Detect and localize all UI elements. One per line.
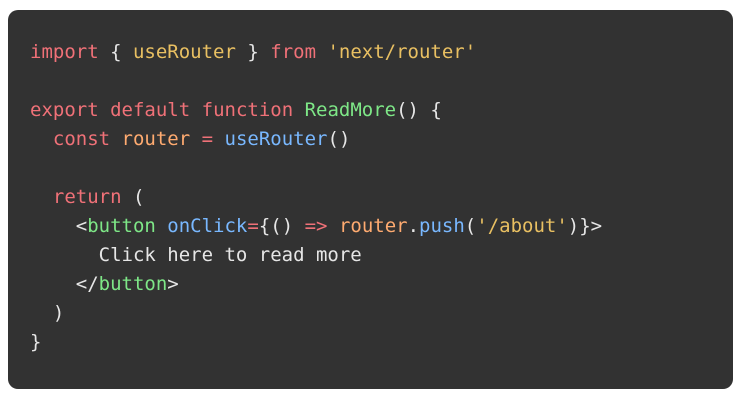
- code-token: }: [235, 41, 271, 63]
- code-token: 'next/router': [327, 41, 477, 63]
- code-token: '/about': [476, 215, 568, 237]
- code-lines: import { useRouter } from 'next/router' e…: [30, 38, 711, 357]
- code-token: (: [464, 215, 477, 237]
- code-token: [190, 99, 201, 121]
- code-line: ): [30, 299, 711, 328]
- code-token: </: [30, 273, 99, 295]
- code-token: const: [52, 128, 111, 150]
- code-line: <button onClick={() => router.push('/abo…: [30, 212, 711, 241]
- code-line: [30, 154, 711, 183]
- code-token: Click here to read more: [30, 244, 362, 266]
- code-line: [30, 67, 711, 96]
- code-token: [30, 186, 53, 208]
- code-token: button: [98, 273, 168, 295]
- code-token: default: [110, 99, 191, 121]
- code-token: .: [407, 215, 420, 237]
- code-token: <: [30, 215, 88, 237]
- code-token: ): [30, 302, 65, 324]
- code-token: >: [167, 273, 179, 295]
- code-token: [293, 99, 304, 121]
- code-token: (): [327, 128, 351, 150]
- code-line: const router = useRouter(): [30, 125, 711, 154]
- code-token: =>: [304, 215, 328, 237]
- code-token: [110, 128, 121, 150]
- code-token: [99, 99, 110, 121]
- code-token: push: [419, 215, 465, 237]
- code-token: onClick: [167, 215, 248, 237]
- code-line: return (: [30, 183, 711, 212]
- code-token: () {: [396, 99, 442, 121]
- code-token: [316, 41, 327, 63]
- code-token: [213, 128, 224, 150]
- code-token: [327, 215, 338, 237]
- code-token: [156, 215, 167, 237]
- code-token: }: [30, 331, 42, 353]
- code-token: router: [121, 128, 191, 150]
- code-token: [190, 128, 201, 150]
- code-token: {(): [258, 215, 305, 237]
- code-token: import: [30, 41, 99, 63]
- code-token: (: [121, 186, 145, 208]
- code-token: useRouter: [132, 41, 236, 63]
- code-line: export default function ReadMore() {: [30, 96, 711, 125]
- code-line: Click here to read more: [30, 241, 711, 270]
- code-line: import { useRouter } from 'next/router': [30, 38, 711, 67]
- code-token: from: [270, 41, 317, 63]
- code-block: import { useRouter } from 'next/router' e…: [8, 10, 733, 389]
- code-token: export: [30, 99, 99, 121]
- code-token: =: [201, 128, 214, 150]
- code-token: function: [201, 99, 294, 121]
- code-token: return: [52, 186, 122, 208]
- code-token: {: [98, 41, 133, 63]
- code-token: )}>: [567, 215, 603, 237]
- code-line: }: [30, 328, 711, 357]
- code-token: useRouter: [224, 128, 328, 150]
- code-line: </button>: [30, 270, 711, 299]
- code-token: ReadMore: [304, 99, 397, 121]
- code-token: button: [87, 215, 156, 237]
- code-token: router: [338, 215, 408, 237]
- code-token: [30, 128, 53, 150]
- code-token: =: [247, 215, 259, 237]
